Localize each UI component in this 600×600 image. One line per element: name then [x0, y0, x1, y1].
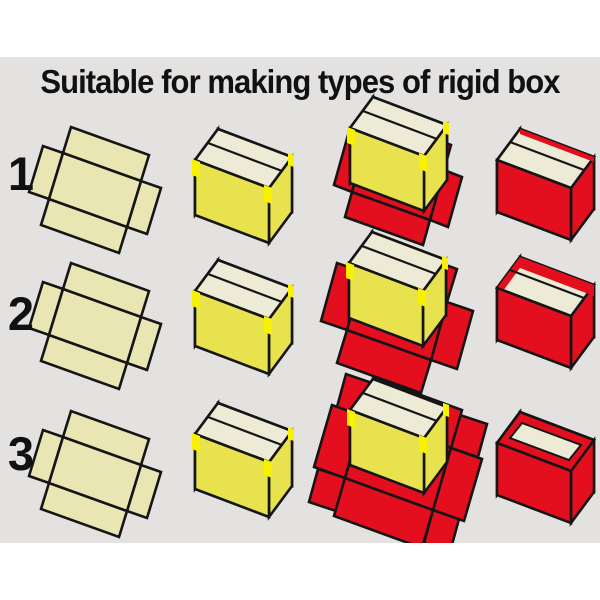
page-title: Suitable for making types of rigid box	[40, 63, 560, 100]
row-1-label: 1	[7, 147, 35, 200]
row-2-label: 2	[7, 287, 35, 340]
row-3-label: 3	[7, 427, 35, 480]
